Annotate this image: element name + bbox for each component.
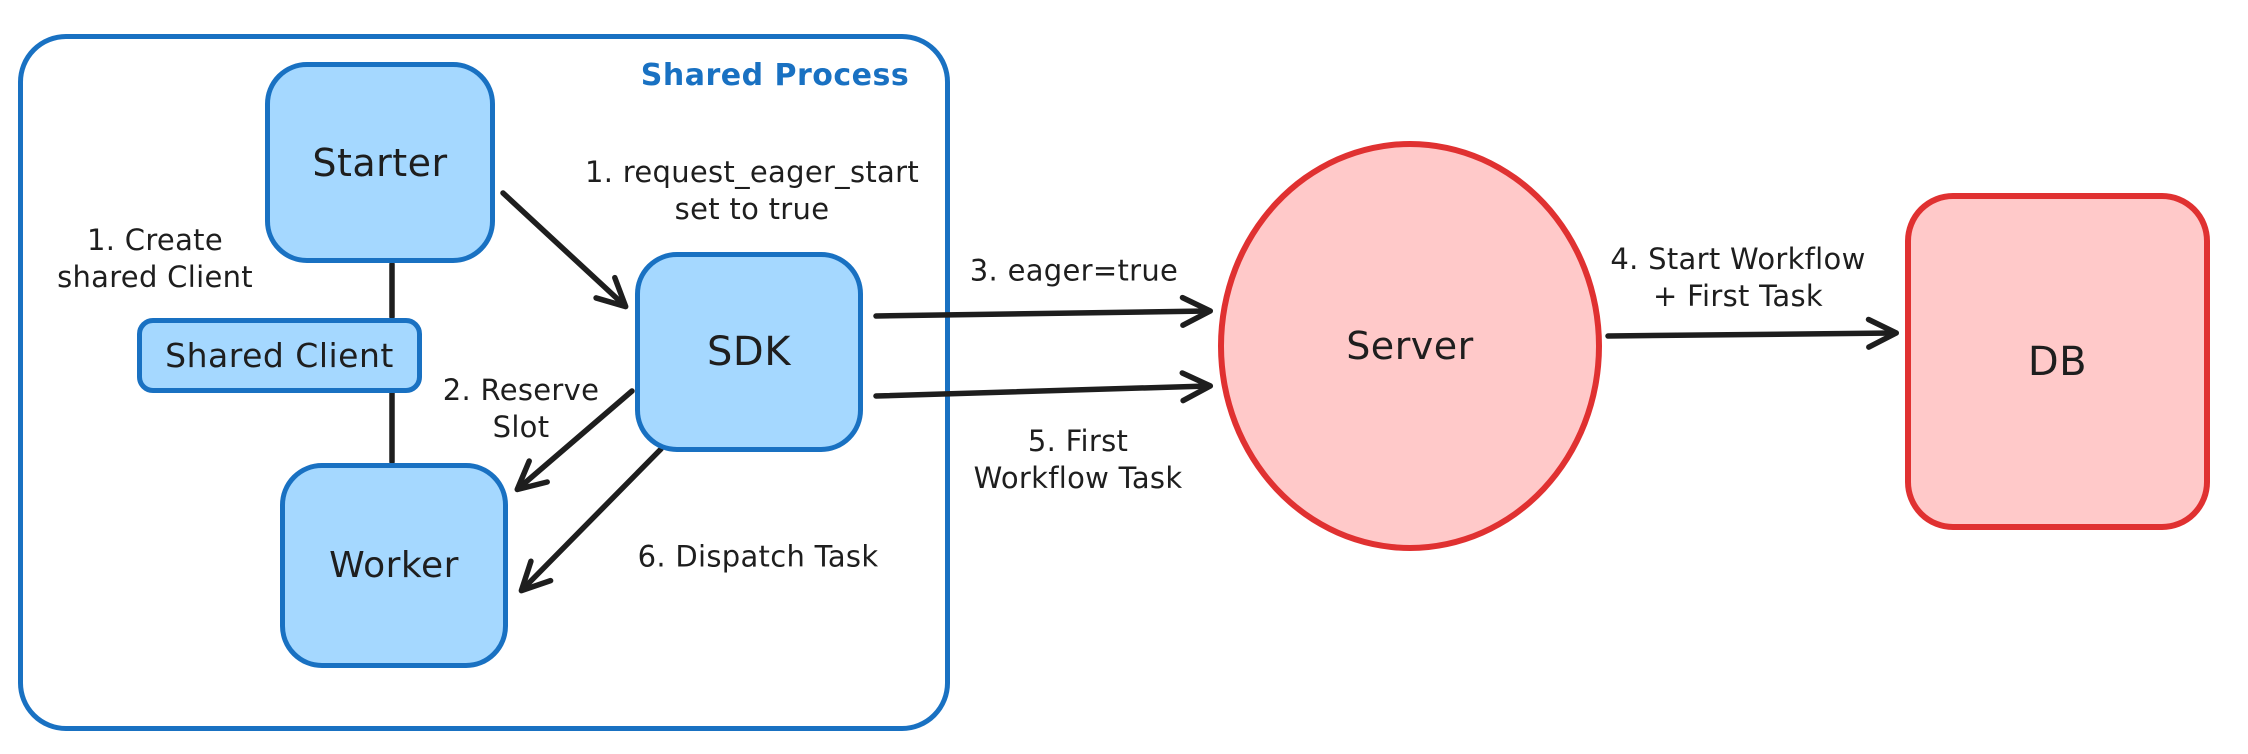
annotation-reserve-slot: 2. Reserve Slot xyxy=(442,372,600,444)
annotation-eager-true: 3. eager=true xyxy=(969,253,1179,288)
node-worker: Worker xyxy=(280,463,508,668)
node-db-label: DB xyxy=(2027,338,2088,385)
node-shared-client: Shared Client xyxy=(137,318,422,393)
node-db: DB xyxy=(1905,193,2210,530)
annotation-dispatch-task: 6. Dispatch Task xyxy=(637,539,879,574)
shared-process-container xyxy=(18,34,950,731)
node-sdk: SDK xyxy=(635,252,863,452)
node-sdk-label: SDK xyxy=(707,329,791,375)
annotation-first-workflow-task: 5. First Workflow Task xyxy=(973,423,1183,495)
node-server-label: Server xyxy=(1346,324,1474,368)
node-starter-label: Starter xyxy=(312,140,448,185)
annotation-start-workflow-first-task: 4. Start Workflow + First Task xyxy=(1610,241,1866,313)
node-server: Server xyxy=(1218,141,1602,551)
shared-process-label: Shared Process xyxy=(640,58,910,93)
node-worker-label: Worker xyxy=(329,545,459,586)
annotation-create-shared-client: 1. Create shared Client xyxy=(57,222,253,294)
edge-server-db-arrow xyxy=(1605,316,1900,350)
node-starter: Starter xyxy=(265,62,495,263)
annotation-request-eager-start: 1. request_eager_start set to true xyxy=(584,154,920,226)
node-shared-client-label: Shared Client xyxy=(165,336,394,375)
